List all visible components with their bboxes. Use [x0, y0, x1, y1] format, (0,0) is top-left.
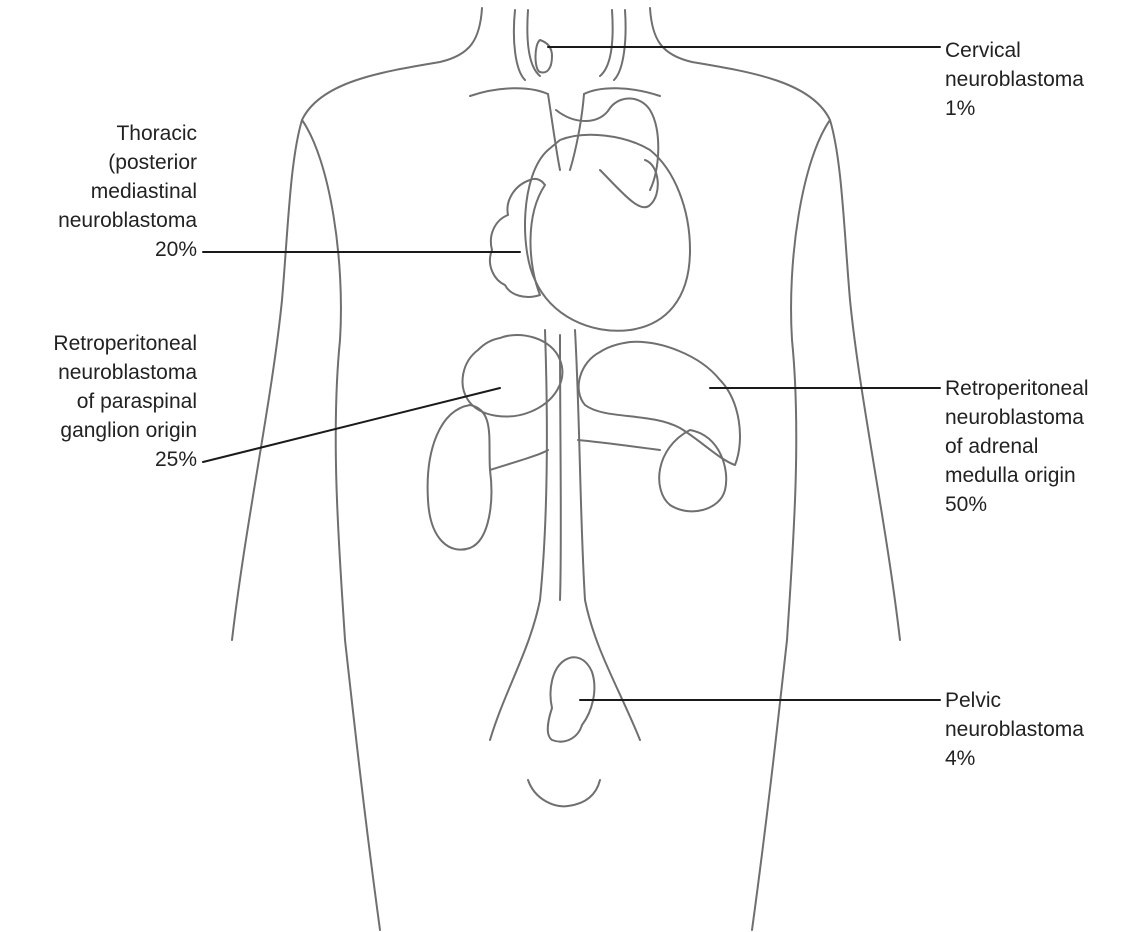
- label-paraspinal: Retroperitoneal neuroblastoma of paraspi…: [53, 329, 197, 474]
- label-adrenal: Retroperitoneal neuroblastoma of adrenal…: [945, 374, 1089, 519]
- label-adrenal-line: neuroblastoma: [945, 403, 1089, 432]
- label-adrenal-line: medulla origin: [945, 461, 1089, 490]
- label-cervical-line: Cervical: [945, 36, 1084, 65]
- label-paraspinal-line: of paraspinal: [53, 387, 197, 416]
- neck-structures: [470, 10, 660, 96]
- pelvis-contour: [528, 780, 600, 806]
- label-pelvic-line: Pelvic: [945, 686, 1084, 715]
- label-thoracic-line: (posterior: [58, 148, 197, 177]
- label-pelvic-line: 4%: [945, 744, 1084, 773]
- heart: [525, 135, 690, 331]
- label-adrenal-line: 50%: [945, 490, 1089, 519]
- thoracic-mass: [490, 179, 545, 297]
- label-thoracic: Thoracic (posterior mediastinal neurobla…: [58, 119, 197, 264]
- label-cervical-line: neuroblastoma: [945, 65, 1084, 94]
- left-kidney: [428, 405, 548, 550]
- label-paraspinal-line: neuroblastoma: [53, 358, 197, 387]
- label-thoracic-line: neuroblastoma: [58, 206, 197, 235]
- label-paraspinal-line: 25%: [53, 445, 197, 474]
- label-thoracic-line: Thoracic: [58, 119, 197, 148]
- great-vessels: [548, 94, 658, 190]
- label-adrenal-line: of adrenal: [945, 432, 1089, 461]
- leader-paraspinal: [203, 388, 500, 462]
- torso-outline: [232, 8, 900, 930]
- aorta: [490, 330, 640, 740]
- label-cervical: Cervical neuroblastoma 1%: [945, 36, 1084, 123]
- label-adrenal-line: Retroperitoneal: [945, 374, 1089, 403]
- label-cervical-line: 1%: [945, 94, 1084, 123]
- label-paraspinal-line: Retroperitoneal: [53, 329, 197, 358]
- label-thoracic-line: 20%: [58, 235, 197, 264]
- label-thoracic-line: mediastinal: [58, 177, 197, 206]
- label-pelvic: Pelvic neuroblastoma 4%: [945, 686, 1084, 773]
- right-kidney: [578, 430, 726, 511]
- label-paraspinal-line: ganglion origin: [53, 416, 197, 445]
- label-pelvic-line: neuroblastoma: [945, 715, 1084, 744]
